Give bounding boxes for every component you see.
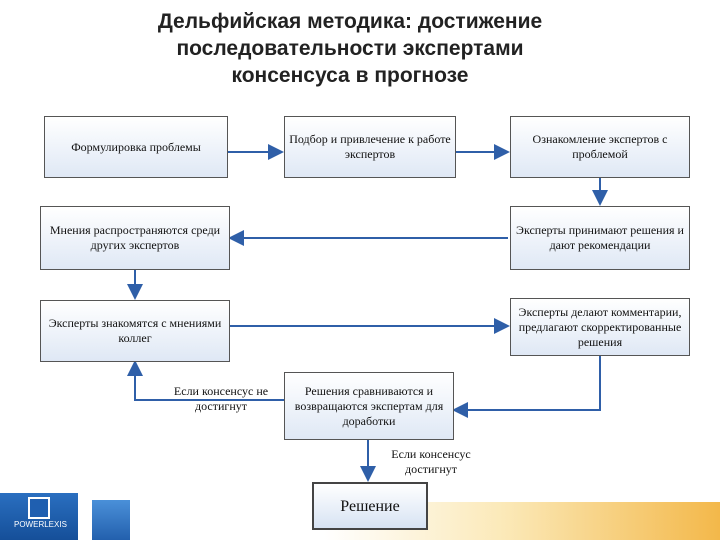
label-consensus: Если консенсус достигнут	[391, 447, 471, 476]
box-expert-selection: Подбор и привлечение к работе экспертов	[284, 116, 456, 178]
box-problem-formulation: Формулировка проблемы	[44, 116, 228, 178]
box-label: Эксперты делают комментарии, предлагают …	[518, 304, 682, 349]
box-experts-comment: Эксперты делают комментарии, предлагают …	[510, 298, 690, 356]
box-label: Мнения распространяются среди других экс…	[49, 223, 221, 252]
logo-text: POWERLEXIS	[14, 520, 67, 529]
box-label: Решение	[340, 497, 400, 515]
box-label: Ознакомление экспертов с проблемой	[532, 132, 668, 161]
box-label: Решения сравниваются и возвращаются эксп…	[294, 383, 444, 428]
box-label: Эксперты принимают решения и дают рекоме…	[516, 223, 684, 252]
decorative-tile	[92, 500, 130, 540]
box-label: Подбор и привлечение к работе экспертов	[289, 132, 451, 161]
box-opinions-distributed: Мнения распространяются среди других экс…	[40, 206, 230, 270]
arrow-b8-b6	[127, 360, 284, 401]
label-no-consensus: Если консенсус не достигнут	[173, 384, 269, 413]
box-experts-decide: Эксперты принимают решения и дают рекоме…	[510, 206, 690, 270]
page-title: Дельфийская методика: достижение последо…	[157, 10, 543, 87]
box-experts-review-peers: Эксперты знакомятся с мнениями коллег	[40, 300, 230, 362]
logo-icon	[28, 497, 50, 519]
arrow-b7-b8	[452, 356, 601, 418]
box-label: Эксперты знакомятся с мнениями коллег	[48, 316, 222, 345]
box-expert-familiarization: Ознакомление экспертов с проблемой	[510, 116, 690, 178]
box-decisions-compared: Решения сравниваются и возвращаются эксп…	[284, 372, 454, 440]
box-label: Формулировка проблемы	[71, 139, 201, 154]
box-final-decision: Решение	[312, 482, 428, 530]
